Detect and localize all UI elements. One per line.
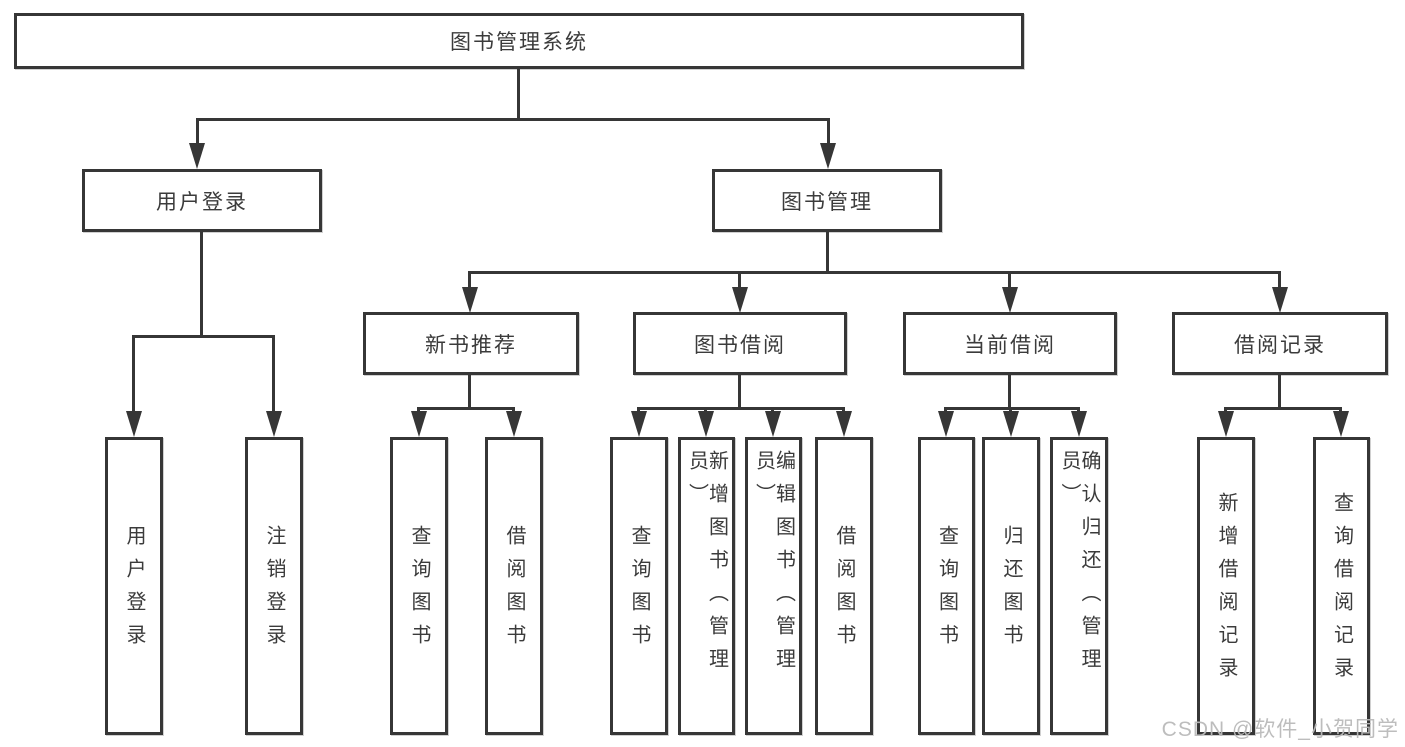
connector-new-book-vertical	[468, 375, 471, 407]
arrow-down-icon	[698, 411, 714, 437]
arrow-down-icon	[631, 411, 647, 437]
arrow-down-icon	[506, 411, 522, 437]
connector-borrow-record-horizontal	[1224, 407, 1342, 410]
node-book-borrow-label: 图书借阅	[694, 333, 786, 357]
node-borrow-record: 借阅记录	[1172, 312, 1388, 375]
arrow-down-icon	[765, 411, 781, 437]
arrow-down-icon	[732, 287, 748, 313]
arrow-shaft	[827, 118, 830, 146]
arrow-down-icon	[1002, 287, 1018, 313]
leaf-logout-login-label: 注销登录	[263, 525, 285, 657]
connector-book-mgmt-vertical	[826, 232, 829, 271]
leaf-nb-query-book-label: 查询图书	[408, 525, 430, 657]
arrow-shaft	[1008, 271, 1011, 291]
node-root: 图书管理系统	[14, 13, 1024, 69]
arrow-down-icon	[836, 411, 852, 437]
connector-level3-horizontal	[468, 271, 1281, 274]
arrow-down-icon	[189, 143, 205, 169]
arrow-down-icon	[1333, 411, 1349, 437]
leaf-logout-login: 注销登录	[245, 437, 303, 735]
node-user-login-label: 用户登录	[156, 190, 248, 214]
arrow-shaft	[468, 271, 471, 291]
arrow-shaft	[738, 271, 741, 291]
arrow-down-icon	[1272, 287, 1288, 313]
arrow-down-icon	[126, 411, 142, 437]
leaf-nb-query-book: 查询图书	[390, 437, 448, 735]
leaf-bb-borrow-book: 借阅图书	[815, 437, 873, 735]
leaf-bb-add-book-label: 新增图书（管理员）	[685, 450, 728, 681]
leaf-bb-edit-book: 编辑图书（管理员）	[745, 437, 802, 735]
arrow-down-icon	[820, 143, 836, 169]
leaf-cb-query-book-label: 查询图书	[935, 525, 958, 657]
arrow-shaft	[272, 335, 275, 415]
connector-borrow-record-vertical	[1278, 375, 1281, 407]
leaf-user-login-label: 用户登录	[123, 525, 145, 657]
leaf-br-query-record-label: 查询借阅记录	[1330, 492, 1353, 690]
arrow-down-icon	[411, 411, 427, 437]
node-new-book-rec-label: 新书推荐	[425, 333, 517, 357]
leaf-bb-add-book: 新增图书（管理员）	[678, 437, 735, 735]
leaf-bb-edit-book-label: 编辑图书（管理员）	[752, 450, 795, 681]
leaf-bb-query-book-label: 查询图书	[628, 525, 650, 657]
arrow-down-icon	[938, 411, 954, 437]
leaf-br-query-record: 查询借阅记录	[1313, 437, 1370, 735]
leaf-cb-confirm-return-label: 确认归还（管理员）	[1058, 450, 1100, 681]
arrow-shaft	[132, 335, 135, 415]
node-borrow-record-label: 借阅记录	[1234, 333, 1326, 357]
leaf-cb-return-book: 归还图书	[982, 437, 1040, 735]
leaf-user-login: 用户登录	[105, 437, 163, 735]
leaf-bb-borrow-book-label: 借阅图书	[833, 525, 855, 657]
arrow-shaft	[196, 118, 199, 146]
connector-user-login-horizontal	[132, 335, 275, 338]
connector-new-book-horizontal	[417, 407, 515, 410]
connector-root-vertical	[517, 69, 520, 118]
node-book-mgmt: 图书管理	[712, 169, 942, 232]
leaf-cb-confirm-return: 确认归还（管理员）	[1050, 437, 1108, 735]
leaf-cb-return-book-label: 归还图书	[1000, 525, 1022, 657]
arrow-down-icon	[266, 411, 282, 437]
connector-current-borrow-horizontal	[944, 407, 1080, 410]
node-book-borrow: 图书借阅	[633, 312, 847, 375]
leaf-nb-borrow-book: 借阅图书	[485, 437, 543, 735]
leaf-nb-borrow-book-label: 借阅图书	[503, 525, 525, 657]
arrow-down-icon	[1003, 411, 1019, 437]
leaf-cb-query-book: 查询图书	[918, 437, 975, 735]
connector-current-borrow-vertical	[1008, 375, 1011, 407]
connector-book-borrow-vertical	[738, 375, 741, 407]
node-root-label: 图书管理系统	[450, 31, 588, 54]
leaf-br-add-record: 新增借阅记录	[1197, 437, 1255, 735]
node-current-borrow: 当前借阅	[903, 312, 1117, 375]
node-user-login: 用户登录	[82, 169, 322, 232]
node-new-book-rec: 新书推荐	[363, 312, 579, 375]
leaf-br-add-record-label: 新增借阅记录	[1215, 492, 1237, 690]
node-book-mgmt-label: 图书管理	[781, 190, 873, 214]
arrow-down-icon	[462, 287, 478, 313]
csdn-watermark: CSDN @软件_小贺同学	[1161, 718, 1399, 741]
node-current-borrow-label: 当前借阅	[964, 333, 1056, 357]
arrow-down-icon	[1071, 411, 1087, 437]
leaf-bb-query-book: 查询图书	[610, 437, 668, 735]
connector-book-borrow-horizontal	[637, 407, 845, 410]
connector-user-login-vertical	[200, 232, 203, 335]
arrow-shaft	[1278, 271, 1281, 291]
connector-level2-horizontal	[196, 118, 830, 121]
arrow-down-icon	[1218, 411, 1234, 437]
